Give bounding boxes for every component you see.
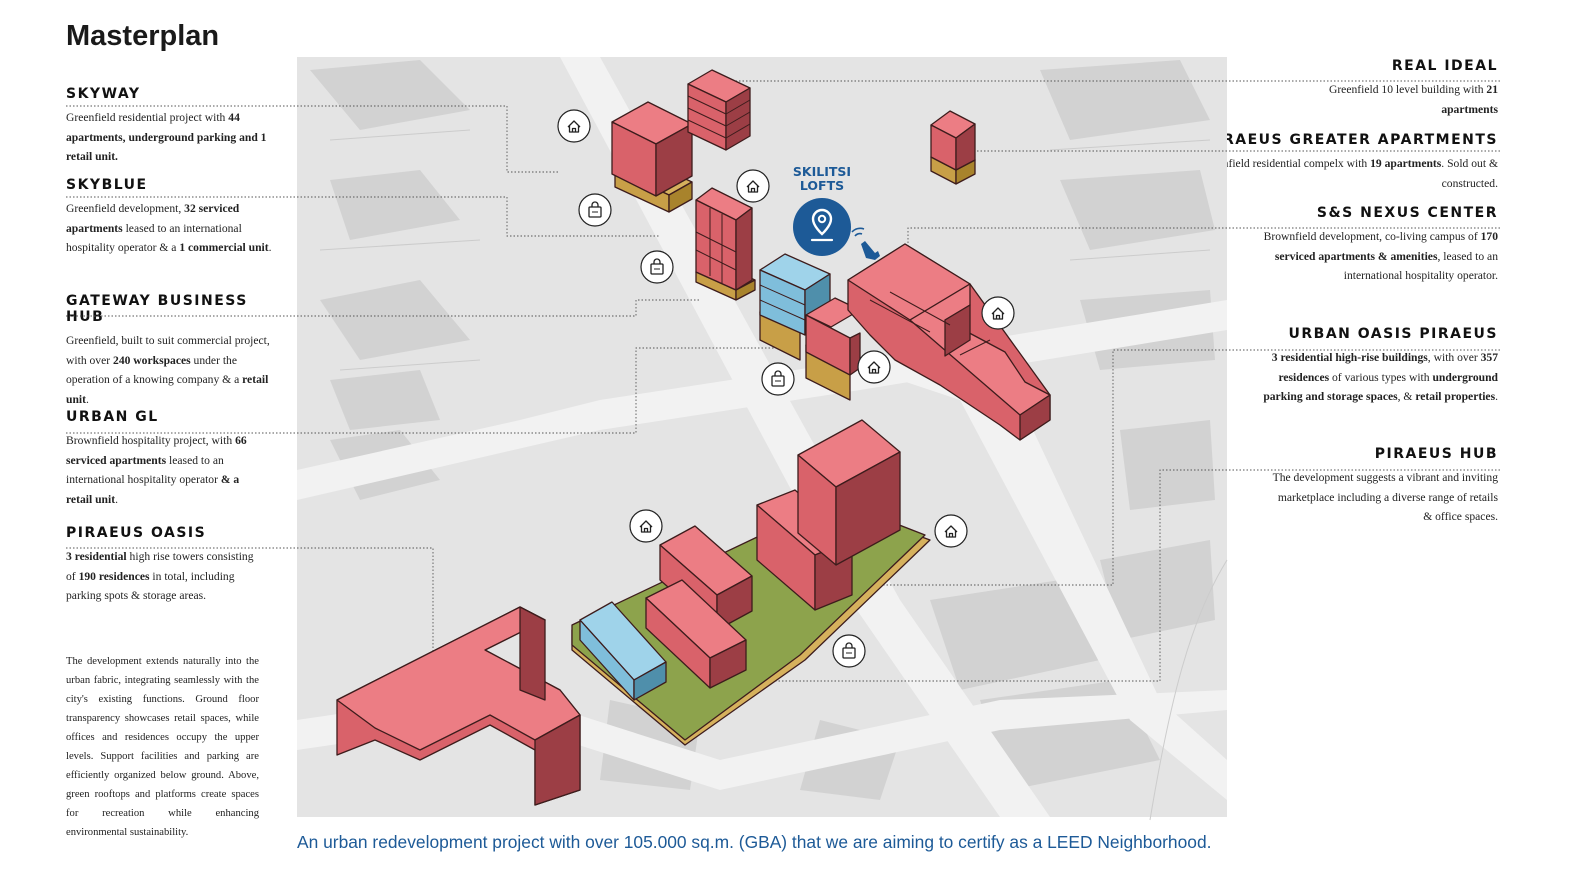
home-icon[interactable]: [736, 169, 770, 203]
description-text: .: [268, 241, 272, 255]
project-name: REAL IDEAL: [1391, 58, 1498, 74]
project-piraeus-greater-apartments: PIRAEUS GREATER APARTMENTS Greenfield re…: [1198, 132, 1498, 193]
description-text: high rise towers consisting of: [66, 550, 254, 583]
callout-line-2: LOFTS: [800, 178, 844, 193]
highlight-text: 170 serviced apartments & amenities: [1274, 230, 1498, 263]
project-name: SKYWAY: [66, 86, 141, 102]
highlight-text: 240 workspaces: [113, 353, 191, 367]
highlight-text: 190 residences: [78, 569, 150, 583]
project-piraeus-oasis: PIRAEUS OASIS 3 residential high rise to…: [66, 525, 266, 606]
highlight-text: 44 apartments, underground parking and 1…: [66, 111, 267, 164]
project-name: SKYBLUE: [66, 177, 148, 193]
description-text: leased to an international hospitality o…: [66, 453, 224, 487]
description-text: Greenfield 10 level building with: [1328, 83, 1487, 96]
project-description: 3 residential high-rise buildings, with …: [1248, 348, 1498, 407]
description-text: , leased to an international hospitality…: [1343, 249, 1498, 283]
highlight-text: 3 residential: [66, 550, 127, 563]
description-text: . Sold out & constructed.: [1441, 157, 1498, 190]
description-text: The development suggests a vibrant and i…: [1272, 471, 1498, 524]
description-text: in total, including parking spots & stor…: [66, 569, 235, 603]
project-gateway-business-hub: GATEWAY BUSINESS HUB Greenfield, built t…: [66, 293, 271, 409]
skilitsi-lofts-callout[interactable]: SKILITSI LOFTS: [793, 164, 880, 260]
description-text: Greenfield, built to suit commercial pro…: [66, 334, 270, 367]
description-text: Brownfield development, co-living campus…: [1263, 230, 1481, 243]
home-icon[interactable]: [629, 509, 663, 543]
bottom-caption: An urban redevelopment project with over…: [297, 832, 1212, 852]
project-urban-gl: URBAN GL Brownfield hospitality project,…: [66, 409, 266, 509]
project-description: The development suggests a vibrant and i…: [1268, 468, 1498, 527]
highlight-text: retail properties: [1415, 390, 1496, 404]
project-name: URBAN OASIS PIRAEUS: [1288, 326, 1498, 342]
buildings: [336, 69, 1051, 806]
highlight-text: 66 serviced apartments: [66, 434, 247, 467]
project-description: Brownfield development, co-living campus…: [1258, 227, 1498, 286]
description-text: , with over: [1427, 351, 1481, 364]
highlight-text: 21 apartments: [1441, 83, 1498, 116]
location-pin-icon: [793, 198, 851, 256]
home-icon[interactable]: [934, 514, 968, 548]
project-name: PIRAEUS OASIS: [66, 525, 207, 541]
project-description: Greenfield residential project with 44 a…: [66, 108, 281, 167]
project-description: Brownfield hospitality project, with 66 …: [66, 431, 266, 509]
project-name: GATEWAY BUSINESS HUB: [66, 293, 248, 325]
project-skyblue: SKYBLUE Greenfield development, 32 servi…: [66, 177, 281, 258]
shopping-bag-icon[interactable]: [578, 193, 612, 227]
project-sns-nexus-center: S&S NEXUS CENTER Brownfield development,…: [1258, 205, 1498, 286]
callout-line-1: SKILITSI: [793, 164, 851, 179]
home-icon[interactable]: [857, 350, 891, 384]
description-text: leased to an international hospitality o…: [66, 221, 242, 255]
description-text: Greenfield residential compelx with: [1200, 157, 1371, 170]
hand-pointer-icon: [851, 227, 880, 260]
shopping-bag-icon[interactable]: [761, 362, 795, 396]
project-urban-oasis-piraeus: URBAN OASIS PIRAEUS 3 residential high-r…: [1248, 326, 1498, 407]
project-description: 3 residential high rise towers consistin…: [66, 547, 266, 606]
project-real-ideal: REAL IDEAL Greenfield 10 level building …: [1278, 58, 1498, 119]
home-icon[interactable]: [557, 109, 591, 143]
description-text: , &: [1397, 390, 1416, 404]
description-text: .: [85, 392, 89, 406]
description-text: Greenfield residential project with: [66, 111, 229, 124]
project-description: Greenfield development, 32 serviced apar…: [66, 199, 281, 258]
home-icon[interactable]: [981, 296, 1015, 330]
highlight-text: 19 apartments: [1370, 157, 1442, 170]
description-text: under the operation of a knowing company…: [66, 353, 243, 387]
highlight-text: underground parking and storage spaces: [1263, 370, 1498, 404]
shopping-bag-icon[interactable]: [832, 634, 866, 668]
highlight-text: 1 commercial unit: [179, 241, 269, 255]
project-name: URBAN GL: [66, 409, 159, 425]
shopping-bag-icon[interactable]: [640, 250, 674, 284]
project-name: S&S NEXUS CENTER: [1316, 205, 1498, 221]
project-name: PIRAEUS GREATER APARTMENTS: [1204, 132, 1498, 148]
description-text: .: [115, 492, 118, 506]
project-piraeus-hub: PIRAEUS HUB The development suggests a v…: [1268, 446, 1498, 527]
project-skyway: SKYWAY Greenfield residential project wi…: [66, 86, 281, 167]
project-description: Greenfield 10 level building with 21 apa…: [1278, 80, 1498, 119]
highlight-text: 3 residential high-rise buildings: [1271, 351, 1428, 364]
page-title: Masterplan: [66, 20, 220, 52]
highlight-text: 32 serviced apartments: [66, 202, 240, 235]
intro-text: The development extends naturally into t…: [66, 656, 259, 838]
highlight-text: 357 residences: [1278, 351, 1498, 384]
project-description: Greenfield residential compelx with 19 a…: [1198, 154, 1498, 193]
project-name: PIRAEUS HUB: [1374, 446, 1498, 462]
description-text: of various types with: [1329, 370, 1433, 384]
project-description: Greenfield, built to suit commercial pro…: [66, 331, 271, 409]
highlight-text: retail unit: [66, 373, 269, 406]
description-text: Brownfield hospitality project, with: [66, 434, 236, 447]
description-text: Greenfield development,: [66, 202, 185, 215]
description-text: .: [1495, 390, 1498, 404]
highlight-text: & a retail unit: [66, 473, 240, 506]
